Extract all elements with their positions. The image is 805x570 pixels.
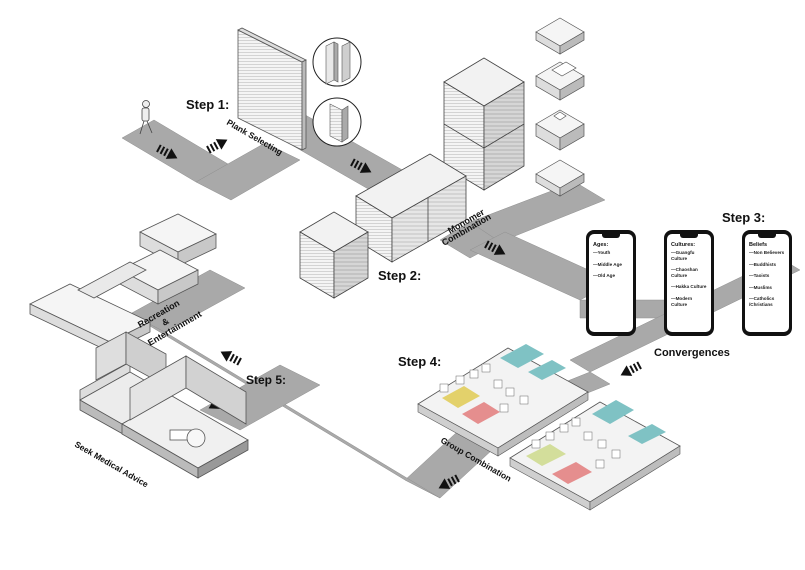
phone-notch [758,234,776,238]
convergences-label: Convergences [654,347,730,359]
arrow-icon [350,158,372,173]
list-item: Youth [593,250,631,256]
list-item: Hakka Culture [671,284,709,290]
list-item: Muslims [749,285,787,291]
phone-screen: Cultures: Guangfu Culture Chaoshan Cultu… [667,234,711,332]
plank-detail-circle-top [312,37,362,87]
phone-list: Guangfu Culture Chaoshan Culture Hakka C… [671,250,709,313]
recreation-label-line2: & [160,316,171,328]
phone-beliefs: Beliefs Non Believers Buddhists Taoists … [742,230,792,336]
module-variants [535,17,585,197]
monomer-cubes [299,57,525,299]
phone-title: Ages: [593,242,609,248]
list-item: Buddhists [749,262,787,268]
medical-rooms [79,331,249,479]
recreation-building [29,213,217,353]
module-variant-icon [535,159,585,197]
arrow-icon [206,139,228,154]
module-variant-icon [535,17,585,55]
step4-label: Step 4: [398,354,441,369]
phone-list: Non Believers Buddhists Taoists Muslims … [749,250,787,314]
arrow-icon [438,474,460,489]
phone-notch [602,234,620,238]
arrow-icon [156,144,178,159]
list-item: Non Believers [749,250,787,256]
module-variant-icon [535,109,585,151]
arrow-icon [484,240,506,255]
arrow-icon [220,351,242,366]
arrow-icons [156,139,642,489]
list-item: Middle Age [593,262,631,268]
seek-medical-label: Seek Medical Advice [73,439,150,489]
group-platform-lower [509,400,681,511]
list-item: Modern Culture [671,296,709,307]
list-item: Chaoshan Culture [671,267,709,278]
list-item: Old Age [593,273,631,279]
phone-screen: Ages: Youth Middle Age Old Age [589,234,633,332]
phone-cultures: Cultures: Guangfu Culture Chaoshan Cultu… [664,230,714,336]
step5-label: Step 5: [246,373,286,387]
module-variant-icon [535,61,585,101]
plank-detail-circle-bottom [312,97,362,147]
arrow-icon [620,361,642,376]
list-item: Guangfu Culture [671,250,709,261]
step3-label: Step 3: [722,210,765,225]
phone-notch [680,234,698,238]
phone-title: Beliefs [749,242,768,248]
group-platform-upper [417,344,589,457]
step1-label: Step 1: [186,97,229,112]
phone-ages: Ages: Youth Middle Age Old Age [586,230,636,336]
step2-label: Step 2: [378,268,421,283]
walking-person-icon [139,100,153,135]
phone-screen: Beliefs Non Believers Buddhists Taoists … [745,234,789,332]
plank-board [237,27,307,151]
list-item: Catholics /Christians [749,296,787,307]
phone-list: Youth Middle Age Old Age [593,250,631,285]
list-item: Taoists [749,273,787,279]
phone-title: Cultures: [671,242,696,248]
